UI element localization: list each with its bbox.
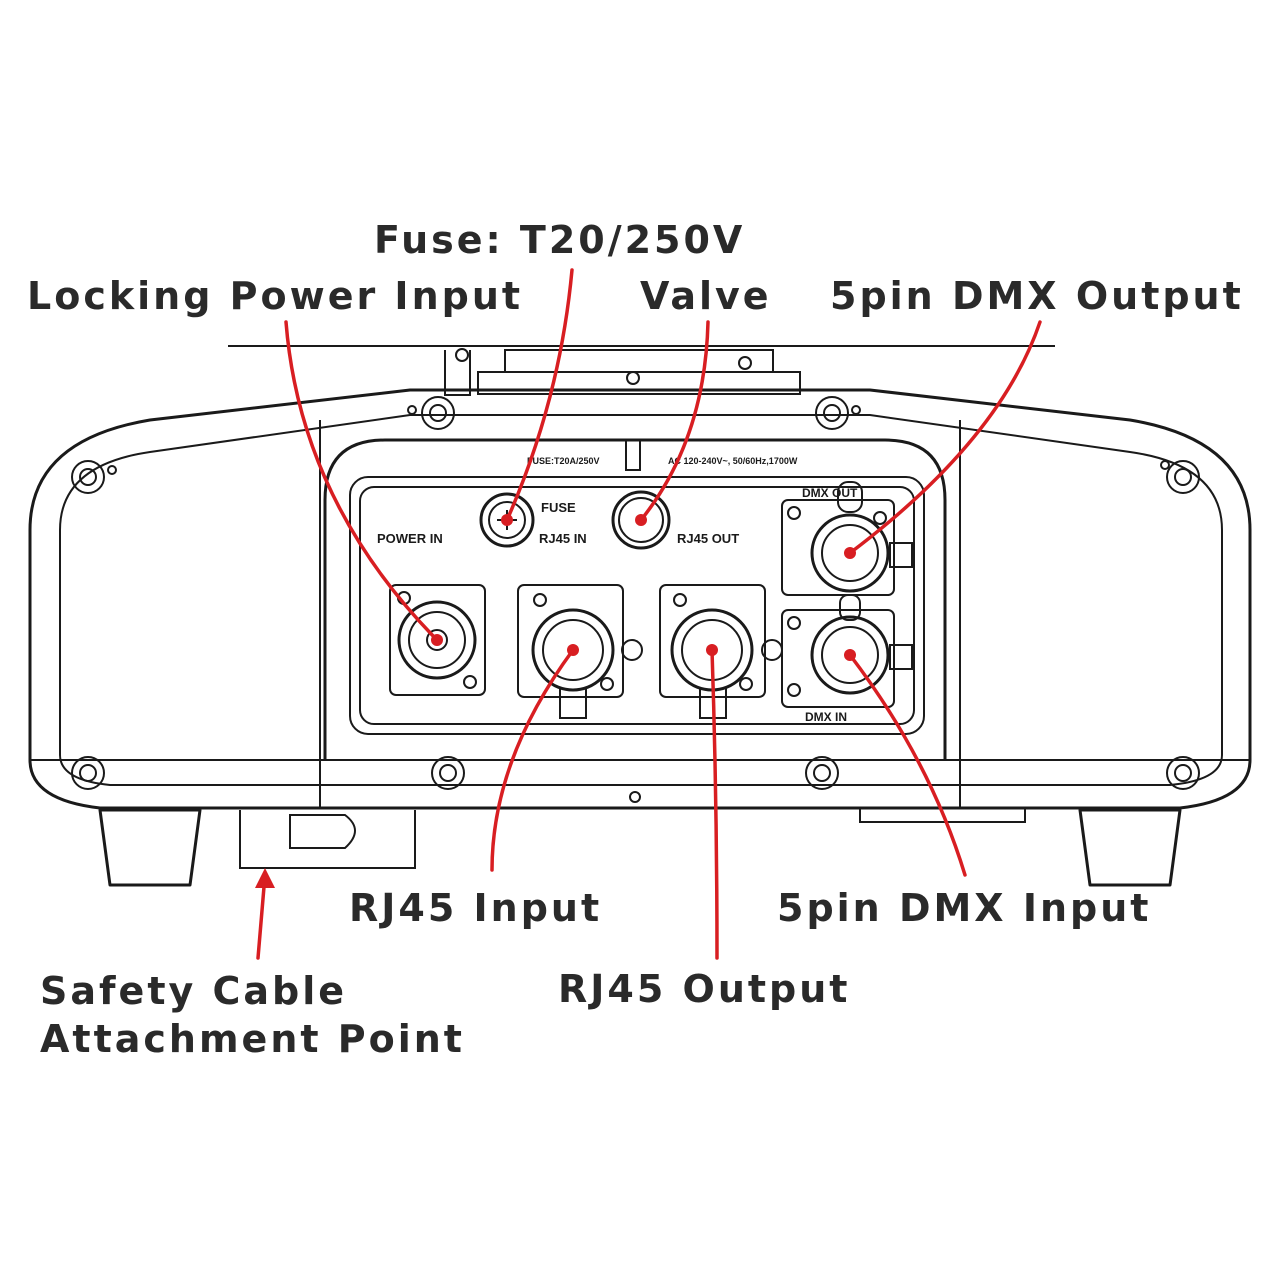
panel-ac-rating: AC 120-240V~, 50/60Hz,1700W xyxy=(668,456,798,466)
leader-valve xyxy=(639,320,710,522)
leader-power-input xyxy=(284,320,439,642)
callout-rj45-output: RJ45 Output xyxy=(558,967,851,1011)
callout-dmx-input: 5pin DMX Input xyxy=(777,886,1152,930)
callout-valve: Valve xyxy=(640,274,772,318)
leader-rj45-input xyxy=(490,648,575,872)
leader-dmx-output xyxy=(848,320,1042,555)
leader-fuse xyxy=(505,268,574,522)
rj45-input-connector xyxy=(517,584,643,719)
rj45-output-connector xyxy=(659,584,783,719)
connector-plate: FUSE:T20A/250V AC 120-240V~, 50/60Hz,170… xyxy=(323,438,947,760)
callout-fuse: Fuse: T20/250V xyxy=(374,218,746,262)
panel-rj45-in-label: RJ45 IN xyxy=(539,531,587,546)
fixture-feet xyxy=(98,807,1182,887)
panel-power-in-label: POWER IN xyxy=(377,531,443,546)
panel-rj45-out-label: RJ45 OUT xyxy=(677,531,739,546)
panel-dmx-in-label: DMX IN xyxy=(805,710,847,724)
safety-cable-arrowhead xyxy=(255,868,275,888)
callout-safety-cable-line1: Safety Cable xyxy=(40,969,348,1013)
callout-safety-cable-line2: Attachment Point xyxy=(40,1017,465,1061)
leader-dmx-output-dot xyxy=(844,547,856,559)
leader-safety-cable xyxy=(256,873,267,960)
panel-dmx-out-label: DMX OUT xyxy=(802,486,858,500)
panel-fuse-rating: FUSE:T20A/250V xyxy=(527,456,600,466)
callout-power-input: Locking Power Input xyxy=(27,274,524,318)
safety-cable-attachment-tab xyxy=(239,810,416,869)
fixture-housing xyxy=(28,388,1252,810)
leader-rj45-output-dot xyxy=(706,644,718,656)
leader-valve-dot xyxy=(635,514,647,526)
leader-fuse-dot xyxy=(501,514,513,526)
callout-dmx-output: 5pin DMX Output xyxy=(830,274,1244,318)
housing-screws xyxy=(71,396,1200,803)
leader-power-input-dot xyxy=(431,634,443,646)
callout-rj45-input: RJ45 Input xyxy=(349,886,603,930)
leader-rj45-output xyxy=(710,648,719,960)
leader-dmx-input xyxy=(848,653,967,877)
callout-leader-lines xyxy=(255,268,1042,960)
leader-rj45-input-dot xyxy=(567,644,579,656)
panel-fuse-label: FUSE xyxy=(541,500,576,515)
mounting-bracket xyxy=(228,345,1055,396)
leader-dmx-input-dot xyxy=(844,649,856,661)
